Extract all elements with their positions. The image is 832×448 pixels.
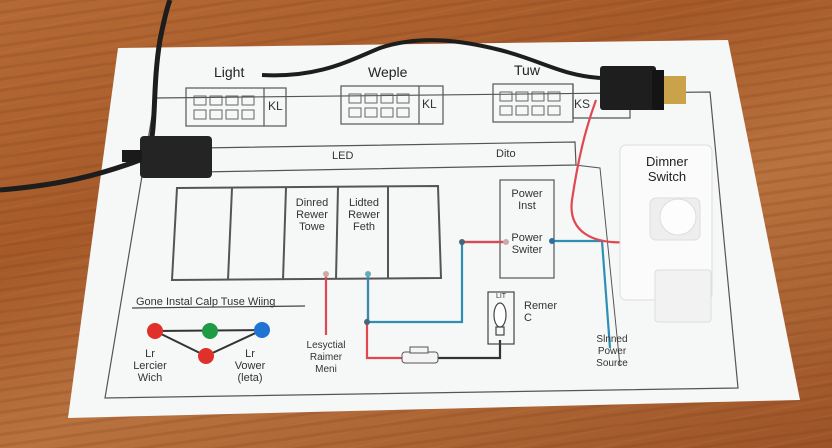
keypad-key bbox=[209, 109, 223, 120]
bulb-tag: LIT bbox=[495, 293, 507, 300]
dimmer-switch-plate bbox=[619, 144, 713, 323]
keypad-key bbox=[348, 93, 362, 104]
keypad-key bbox=[499, 91, 513, 102]
paper-border bbox=[104, 91, 739, 399]
keypad-key bbox=[241, 109, 255, 120]
keypad-key bbox=[380, 93, 394, 104]
power-box bbox=[499, 179, 555, 279]
keypad-key bbox=[348, 107, 362, 118]
module-label-dinred: Dinred Rewer Towe bbox=[295, 197, 329, 233]
junction-dots bbox=[323, 238, 555, 325]
legend-nodes bbox=[147, 322, 270, 364]
keypad-key bbox=[241, 95, 255, 106]
keypad-key bbox=[380, 107, 394, 118]
legend-right-label: Lr Vower (leta) bbox=[234, 348, 266, 384]
keypad-key bbox=[364, 107, 378, 118]
legend-node bbox=[198, 348, 214, 364]
panel-title-tuw: Tuw bbox=[514, 62, 540, 78]
panel-keypads bbox=[193, 91, 561, 120]
keypad-key bbox=[193, 109, 207, 120]
bus-label-right: Dito bbox=[496, 148, 516, 160]
connector-box-left bbox=[122, 136, 212, 178]
power-box-bottom-label: Power Switer bbox=[511, 232, 543, 256]
keypad-key bbox=[193, 95, 207, 106]
module-label-lidted: Lidted Rewer Feth bbox=[348, 197, 380, 233]
paper-sheet bbox=[68, 40, 800, 418]
panel-title-light: Light bbox=[214, 64, 245, 80]
keypad-key bbox=[515, 105, 529, 116]
panel-tag-weple: KL bbox=[422, 97, 437, 111]
panel-tag-light: KL bbox=[268, 99, 283, 113]
bus-label-led: LED bbox=[332, 150, 354, 162]
keypad-key bbox=[364, 93, 378, 104]
wire-dark bbox=[438, 340, 502, 360]
power-source-label: Slnned Power Source bbox=[596, 334, 628, 369]
panel-title-weple: Weple bbox=[368, 64, 408, 80]
bulb-icon bbox=[487, 291, 515, 345]
keypad-key bbox=[396, 107, 410, 118]
keypad-key bbox=[499, 105, 513, 116]
legend-underline bbox=[131, 305, 306, 309]
legend-node bbox=[254, 322, 270, 338]
keypad-key bbox=[547, 91, 561, 102]
panel-tag-tuw: KS bbox=[574, 97, 591, 111]
bulb-label: Remer C bbox=[524, 300, 558, 324]
panel-light bbox=[185, 87, 287, 127]
black-cable-top bbox=[261, 38, 601, 80]
keypad-key bbox=[515, 91, 529, 102]
usb-plug bbox=[600, 66, 686, 110]
legend-node bbox=[202, 323, 218, 339]
keypad-key bbox=[209, 95, 223, 106]
dimmer-switch-label: Dimner Switch bbox=[646, 154, 688, 184]
legend-left-label: Lr Lercier Wich bbox=[133, 348, 167, 384]
keypad-key bbox=[225, 95, 239, 106]
legend-node bbox=[147, 323, 163, 339]
keypad-key bbox=[531, 105, 545, 116]
keypad-key bbox=[225, 109, 239, 120]
resistor-note: Lesyctial Raimer Meni bbox=[306, 340, 346, 375]
module-strip bbox=[170, 184, 443, 282]
power-box-top-label: Power Inst bbox=[511, 188, 543, 212]
keypad-key bbox=[547, 105, 561, 116]
panel-weple bbox=[340, 85, 444, 125]
resistor-icon bbox=[401, 346, 439, 364]
keypad-key bbox=[531, 91, 545, 102]
keypad-key bbox=[396, 93, 410, 104]
legend-title: Gone Instal Calp Tuse Wiing bbox=[136, 296, 276, 308]
